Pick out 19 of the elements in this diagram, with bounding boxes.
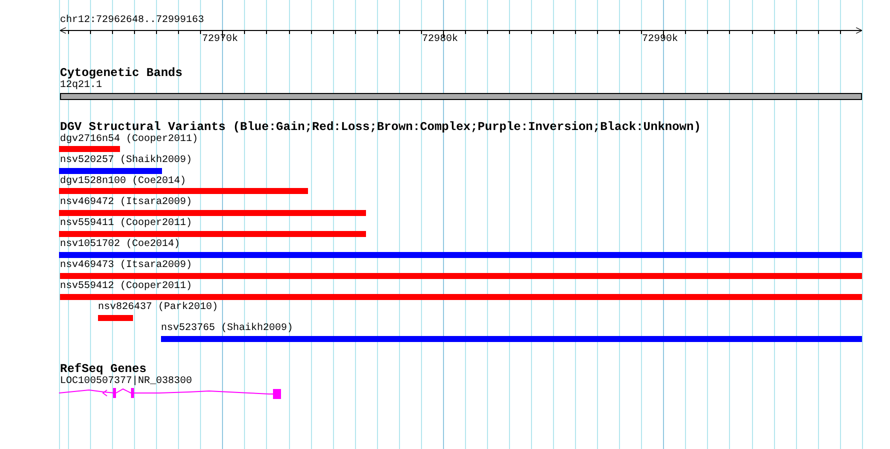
feature-label: LOC100507377|NR_038300: [60, 376, 192, 388]
chromosome-range-label: chr12:72962648..72999163: [60, 15, 204, 27]
feature-label: nsv469473 (Itsara2009): [60, 260, 192, 272]
feature-label: nsv523765 (Shaikh2009): [161, 323, 294, 335]
feature-label: dgv2716n54 (Cooper2011): [60, 134, 198, 146]
feature-label: 12q21.1: [60, 80, 102, 92]
feature-label: nsv559411 (Cooper2011): [60, 218, 192, 230]
track-heading: Cytogenetic Bands: [60, 67, 182, 79]
feature-label: nsv520257 (Shaikh2009): [60, 155, 192, 167]
track-heading: RefSeq Genes: [60, 363, 146, 375]
feature-label: nsv469472 (Itsara2009): [60, 197, 192, 209]
track-heading: DGV Structural Variants (Blue:Gain;Red:Loss;Brown:Complex;Purple:Inversion;Black:Unknown): [60, 121, 701, 133]
feature-label: dgv1528n100 (Coe2014): [60, 176, 186, 188]
feature-label: nsv559412 (Cooper2011): [60, 281, 192, 293]
feature-label: nsv1051702 (Coe2014): [60, 239, 180, 251]
axis-tick-label: 72980k: [422, 34, 458, 46]
feature-label: nsv826437 (Park2010): [98, 302, 218, 314]
axis-tick-label: 72990k: [642, 34, 678, 46]
axis-tick-label: 72970k: [202, 34, 238, 46]
